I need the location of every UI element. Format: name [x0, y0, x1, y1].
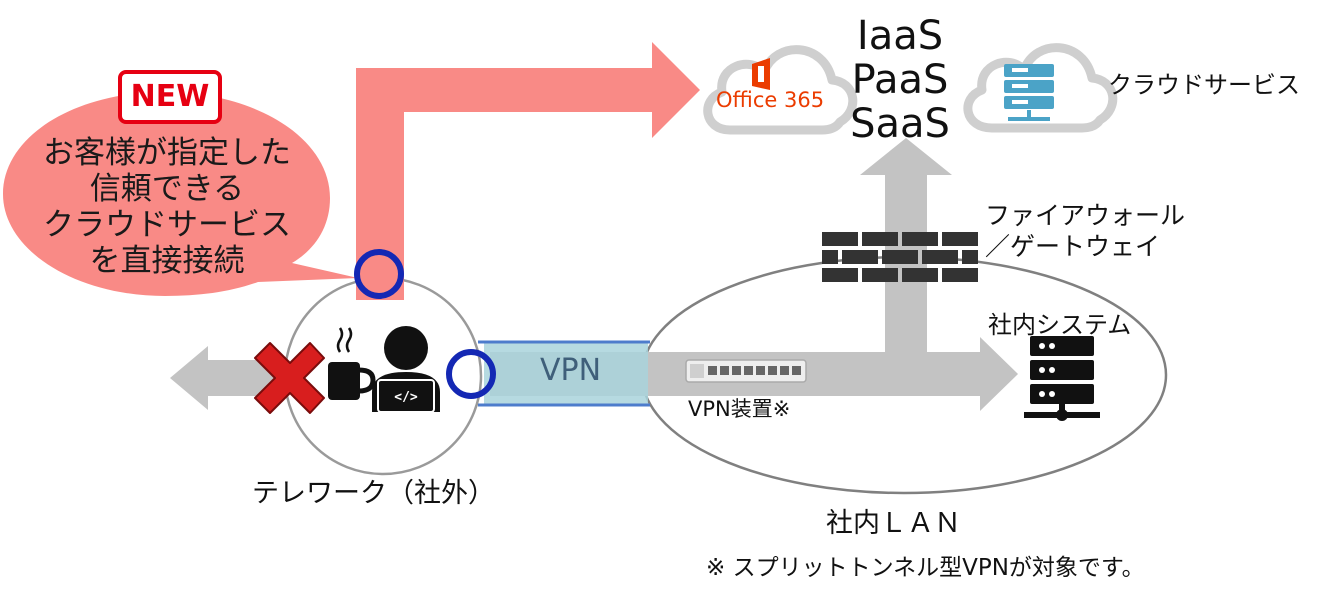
direct-route-arrow [356, 42, 700, 300]
footnote: ※ スプリットトンネル型VPNが対象です。 [706, 555, 1145, 581]
new-badge: NEW [118, 70, 222, 124]
coffee-cup-icon [328, 327, 376, 400]
connection-ring-icon [446, 349, 496, 399]
vpn-appliance-icon [685, 359, 807, 383]
service-type: PaaS [851, 57, 949, 103]
speech-bubble [3, 92, 358, 296]
server-cloud-icon [963, 43, 1118, 133]
vpn-tunnel-label: VPN [540, 353, 602, 388]
firewall-line: ／ゲートウェイ [985, 232, 1161, 261]
cloud-uplink-arrow [860, 138, 952, 358]
firewall-label: ファイアウォール ／ゲートウェイ [985, 200, 1185, 262]
firewall-line: ファイアウォール [985, 201, 1186, 230]
internal-system-label: 社内システム [988, 311, 1132, 339]
office365-label: Office 365 [716, 88, 825, 112]
connection-ring-icon [354, 249, 404, 299]
telework-label: テレワーク（社外） [252, 478, 495, 509]
lan-label: 社内ＬＡＮ [826, 508, 961, 539]
blocked-arrow [170, 346, 282, 410]
firewall-brick-icon [822, 232, 978, 282]
vpn-device-label: VPN装置※ [688, 397, 791, 421]
cloud-service-label: クラウドサービス [1108, 71, 1300, 99]
bubble-line: を直接接続 [89, 243, 245, 279]
svg-text:</>: </> [394, 390, 418, 405]
service-type: SaaS [850, 101, 950, 147]
cross-mark-icon [254, 342, 325, 414]
server-rack-icon [1024, 336, 1100, 421]
vpn-tunnel [484, 343, 648, 405]
bubble-text: お客様が指定した 信頼できる クラウドサービス を直接接続 [8, 135, 326, 279]
bubble-line: クラウドサービス [43, 207, 291, 243]
developer-laptop-icon: </> [372, 326, 440, 413]
bubble-line: お客様が指定した [43, 135, 291, 171]
bubble-line: 信頼できる [89, 171, 245, 207]
office365-cloud-icon [703, 45, 858, 135]
service-type: IaaS [856, 13, 944, 59]
service-types: IaaS PaaS SaaS [835, 14, 965, 146]
office-logo-icon [752, 58, 770, 90]
